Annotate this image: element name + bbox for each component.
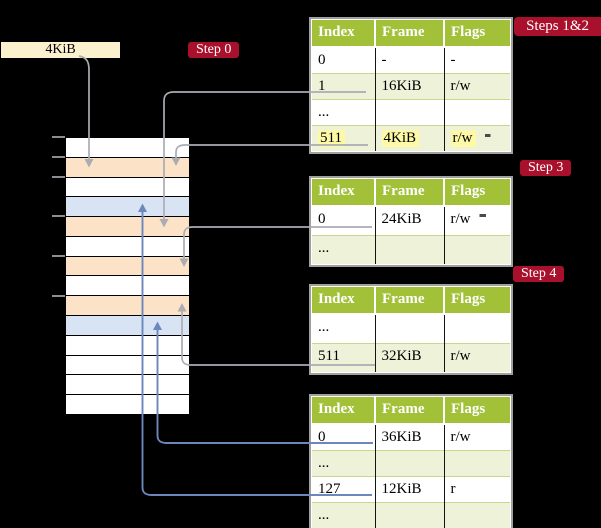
cell-index: ... (312, 314, 375, 344)
cell-flags (443, 502, 510, 528)
memory-row (66, 395, 189, 414)
cell-index: 0 (312, 206, 375, 236)
highlight: 4KiB (381, 130, 420, 147)
frame-4kib-box: 4KiB (1, 42, 120, 58)
stack-tick (52, 136, 65, 138)
cell-frame (374, 314, 444, 344)
column-header-frame: Frame (374, 179, 444, 207)
stack-tick (52, 255, 65, 257)
highlight: r/w (450, 130, 476, 147)
table-row: 1 16KiB r/w (312, 73, 510, 100)
cell-flags (443, 99, 510, 126)
memory-row (66, 157, 189, 178)
cell-flags (443, 450, 510, 477)
table-row-highlighted: 511 4KiB r/w (312, 125, 510, 151)
memory-row (66, 316, 189, 336)
column-header-index: Index (312, 20, 375, 48)
table-row: ... (312, 235, 510, 264)
memory-row (66, 197, 189, 218)
column-header-index: Index (312, 287, 375, 315)
cell-index: ... (312, 99, 375, 126)
table-row: 0 36KiB r/w (312, 424, 510, 451)
memory-row (66, 375, 189, 396)
table-row: ... (312, 314, 510, 344)
cell-index: 127 (312, 476, 375, 503)
table-row: 0 - - (312, 47, 510, 74)
table-row: ... (312, 99, 510, 126)
memory-row (66, 256, 189, 277)
page-table-steps-1-2: Index Frame Flags 0 - - 1 16KiB r/w ... (309, 17, 513, 154)
column-header-flags: Flags (443, 397, 510, 425)
column-header-flags: Flags (443, 179, 510, 207)
memory-row (66, 138, 189, 158)
cell-flags: r/w (443, 125, 510, 151)
memory-row (66, 177, 189, 198)
cell-flags: - (443, 47, 510, 74)
cell-flags: r/w (443, 343, 510, 372)
cell-frame: 24KiB (374, 206, 444, 236)
cell-flags: r/w (443, 73, 510, 100)
cell-flags (443, 235, 510, 264)
cell-index: 1 (312, 73, 375, 100)
page-table-step-4: Index Frame Flags ... 511 32KiB r/w (309, 284, 513, 375)
table-row: 0 24KiB r/w (312, 206, 510, 236)
cell-frame: 4KiB (374, 125, 444, 151)
memory-row (66, 236, 189, 257)
memory-row (66, 276, 189, 297)
column-header-frame: Frame (374, 397, 444, 425)
cell-index: ... (312, 502, 375, 528)
cell-flags: r/w (443, 206, 510, 236)
column-header-index: Index (312, 179, 375, 207)
cell-index: 511 (312, 343, 375, 372)
cell-flags (443, 314, 510, 344)
cell-index: ... (312, 450, 375, 477)
table-row: ... (312, 450, 510, 477)
badge-step-4: Step 4 (513, 266, 565, 282)
cell-flags: r/w (443, 424, 510, 451)
cell-frame: 12KiB (374, 476, 444, 503)
cell-index: 0 (312, 424, 375, 451)
badge-step-0: Step 0 (188, 42, 240, 58)
column-header-frame: Frame (374, 20, 444, 48)
cell-frame (374, 235, 444, 264)
stack-tick (52, 176, 65, 178)
memory-row (66, 296, 189, 317)
column-header-flags: Flags (443, 20, 510, 48)
badge-step-3: Step 3 (520, 160, 572, 176)
table-row: 127 12KiB r (312, 476, 510, 503)
memory-row (66, 335, 189, 356)
cell-frame: - (374, 47, 444, 74)
badge-steps-1-2: Steps 1&2 (514, 17, 601, 36)
page-table-final: Index Frame Flags 0 36KiB r/w ... 127 12… (309, 394, 513, 528)
table-row: 511 32KiB r/w (312, 343, 510, 372)
cell-frame (374, 99, 444, 126)
cell-frame: 16KiB (374, 73, 444, 100)
column-header-flags: Flags (443, 287, 510, 315)
memory-stack (65, 137, 190, 415)
cell-frame: 32KiB (374, 343, 444, 372)
stack-tick (52, 295, 65, 297)
stack-tick (52, 215, 65, 217)
cell-index: ... (312, 235, 375, 264)
stack-tick (52, 156, 65, 158)
cell-frame: 36KiB (374, 424, 444, 451)
cell-index: 511 (312, 125, 375, 151)
cell-frame (374, 450, 444, 477)
cell-flags: r (443, 476, 510, 503)
highlight: 511 (318, 130, 345, 147)
cell-index: 0 (312, 47, 375, 74)
column-header-frame: Frame (374, 287, 444, 315)
memory-row (66, 217, 189, 237)
cell-frame (374, 502, 444, 528)
table-row: ... (312, 502, 510, 528)
page-table-step-3: Index Frame Flags 0 24KiB r/w ... (309, 176, 513, 267)
column-header-index: Index (312, 397, 375, 425)
memory-row (66, 355, 189, 376)
